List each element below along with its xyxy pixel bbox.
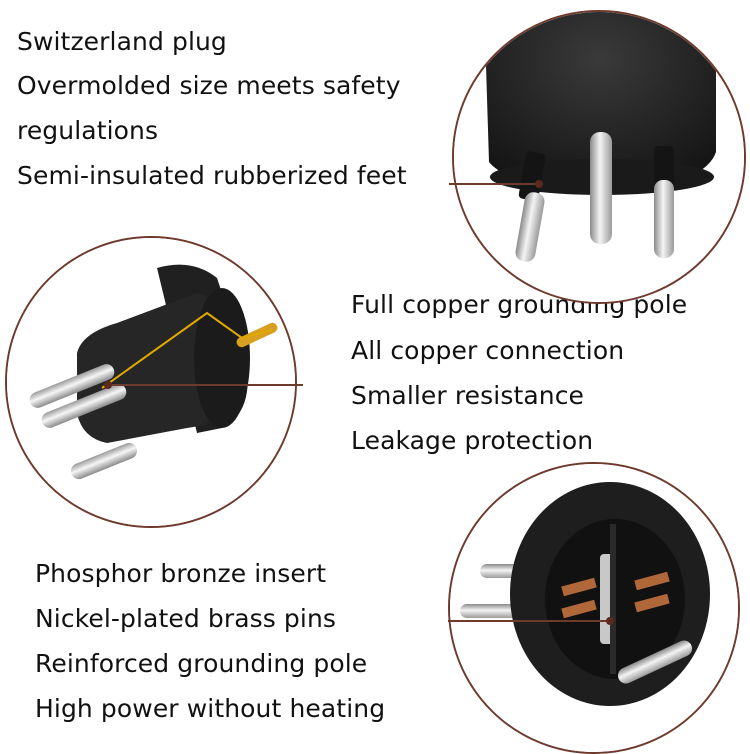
pointer-line-feet xyxy=(449,183,539,185)
plug-socket-view-image xyxy=(448,462,740,754)
plug-side-view-image xyxy=(5,236,297,528)
pointer-dot-feet xyxy=(535,180,543,188)
plug-feet-illustration xyxy=(454,12,744,302)
plug-feet-closeup-image xyxy=(452,10,746,304)
pointer-line-grounding xyxy=(108,384,303,386)
top-feature-3: regulations xyxy=(17,116,159,145)
middle-feature-4: Leakage protection xyxy=(351,426,594,455)
bottom-feature-3: Reinforced grounding pole xyxy=(35,649,368,678)
plug-socket-illustration xyxy=(450,464,738,752)
pointer-line-insert xyxy=(448,620,610,622)
bottom-feature-1: Phosphor bronze insert xyxy=(35,559,327,588)
pointer-dot-grounding xyxy=(104,381,112,389)
bottom-feature-4: High power without heating xyxy=(35,694,386,723)
plug-side-illustration xyxy=(7,238,295,526)
middle-feature-3: Smaller resistance xyxy=(351,381,585,410)
top-feature-2: Overmolded size meets safety xyxy=(17,71,401,100)
bottom-feature-2: Nickel-plated brass pins xyxy=(35,604,337,633)
middle-feature-2: All copper connection xyxy=(351,336,625,365)
top-feature-4: Semi-insulated rubberized feet xyxy=(17,161,407,190)
pointer-dot-insert xyxy=(606,617,614,625)
top-feature-1: Switzerland plug xyxy=(17,27,227,56)
